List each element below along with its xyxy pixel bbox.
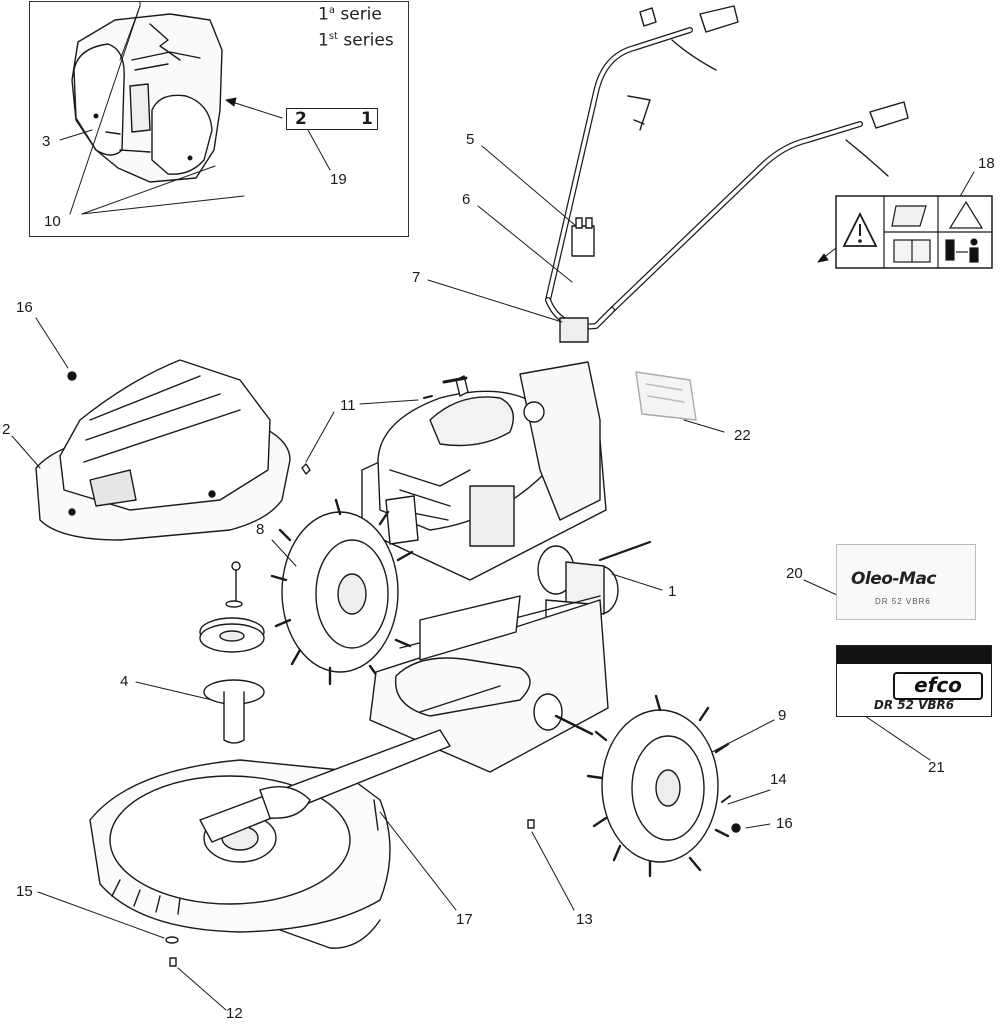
efco-decal-21: efco DR 52 VBR6 bbox=[836, 645, 992, 717]
oleo-mac-decal-20: Oleo-Mac DR 52 VBR6 bbox=[836, 544, 976, 620]
callout-13: 13 bbox=[576, 911, 593, 928]
engine-drawing bbox=[361, 361, 607, 581]
callout-16-top: 16 bbox=[16, 299, 33, 316]
callout-12: 12 bbox=[226, 1005, 243, 1022]
callout-15: 15 bbox=[16, 883, 33, 900]
callout-1: 1 bbox=[668, 583, 677, 600]
callout-4: 4 bbox=[120, 673, 129, 690]
first-series-inset bbox=[29, 1, 409, 237]
oleo-mac-logo-text: Oleo-Mac bbox=[851, 569, 937, 589]
callout-17: 17 bbox=[456, 911, 473, 928]
callout-leader-lines bbox=[11, 145, 975, 1011]
callout-11: 11 bbox=[340, 397, 356, 414]
callout-14: 14 bbox=[770, 771, 787, 788]
callout-9: 9 bbox=[778, 707, 787, 724]
efco-black-band bbox=[837, 646, 991, 664]
series-badge-19: 2 1 bbox=[286, 108, 378, 130]
warning-decal-18 bbox=[835, 195, 993, 269]
callout-22: 22 bbox=[734, 427, 751, 444]
cutting-deck-drawing bbox=[89, 729, 451, 949]
efco-logo-text: efco bbox=[893, 672, 983, 700]
left-wheel-drawing bbox=[270, 498, 414, 686]
callout-7: 7 bbox=[412, 269, 421, 286]
callout-2: 2 bbox=[2, 421, 11, 438]
small-hardware-drawing bbox=[67, 371, 741, 967]
callout-16-bottom: 16 bbox=[776, 815, 793, 832]
engine-cover-drawing bbox=[35, 359, 291, 541]
right-wheel-drawing bbox=[586, 694, 730, 878]
callout-20: 20 bbox=[786, 565, 803, 582]
series-label-en: 1st series bbox=[318, 30, 394, 51]
callout-3: 3 bbox=[42, 133, 51, 150]
inset-leader-lines bbox=[59, 1, 331, 215]
callout-21: 21 bbox=[928, 759, 945, 776]
oleo-mac-model-text: DR 52 VBR6 bbox=[875, 597, 931, 606]
series-label-it: 1a serie bbox=[318, 4, 382, 25]
transmission-frame-drawing bbox=[369, 595, 609, 773]
callout-18: 18 bbox=[978, 155, 995, 172]
callout-19: 19 bbox=[330, 171, 347, 188]
callout-8: 8 bbox=[256, 521, 265, 538]
decal-22-drawing bbox=[635, 371, 697, 421]
callout-10: 10 bbox=[44, 213, 61, 230]
handlebar-drawing bbox=[545, 5, 909, 343]
efco-model-text: DR 52 VBR6 bbox=[873, 698, 955, 712]
callout-5: 5 bbox=[466, 131, 475, 148]
callout-6: 6 bbox=[462, 191, 471, 208]
pulley-stack-drawing bbox=[199, 561, 265, 744]
front-cover-drawing bbox=[71, 13, 223, 183]
